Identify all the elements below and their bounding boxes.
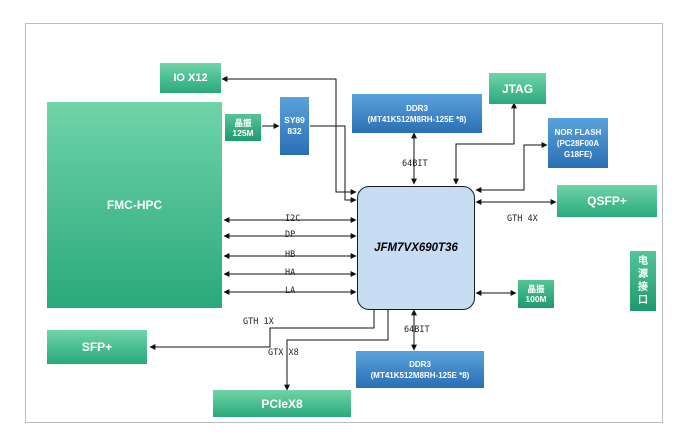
io-link [221, 76, 357, 195]
nor-flash-block: NOR FLASH (PC28F00A G18FE) [548, 118, 608, 168]
label-dp: DP [285, 230, 296, 240]
label-ha: HA [285, 268, 296, 278]
qsfp-block: QSFP+ [557, 185, 657, 217]
label-i2c: I2C [285, 214, 301, 224]
diagram-frame [25, 23, 663, 423]
sy-fpga-link [310, 125, 357, 203]
fpga-chip: JFM7VX690T36 [357, 186, 475, 310]
jtag-block: JTAG [489, 73, 546, 104]
osc-125m-block: 晶振 125M [225, 114, 261, 141]
pcie-x8-block: PCIeX8 [213, 390, 351, 417]
sfp-link [149, 310, 375, 350]
ddr3-bottom-block: DDR3 (MT41K512M8RH-125E *8) [356, 351, 484, 388]
label-64bit-bottom: 64BIT [404, 325, 430, 335]
label-64bit-top: 64BIT [402, 159, 428, 169]
label-la: LA [285, 286, 296, 296]
nor-link [475, 142, 548, 193]
osc-100m-block: 晶振 100M [518, 280, 554, 308]
label-hb: HB [285, 250, 296, 260]
fmc-hpc-block: FMC-HPC [47, 102, 222, 308]
ddr3-top-block: DDR3 (MT41K512M8RH-125E *8) [352, 94, 482, 133]
label-gth1x: GTH 1X [243, 317, 274, 327]
io-x12-block: IO X12 [160, 63, 221, 93]
pcie-link [284, 310, 389, 391]
sfp-block: SFP+ [47, 330, 147, 364]
sy89832-block: SY89 832 [280, 97, 309, 155]
power-interface-block: 电 源 接 口 [630, 251, 656, 311]
label-gtx8: GTX X8 [268, 348, 299, 358]
label-gth4x: GTH 4X [507, 214, 538, 224]
